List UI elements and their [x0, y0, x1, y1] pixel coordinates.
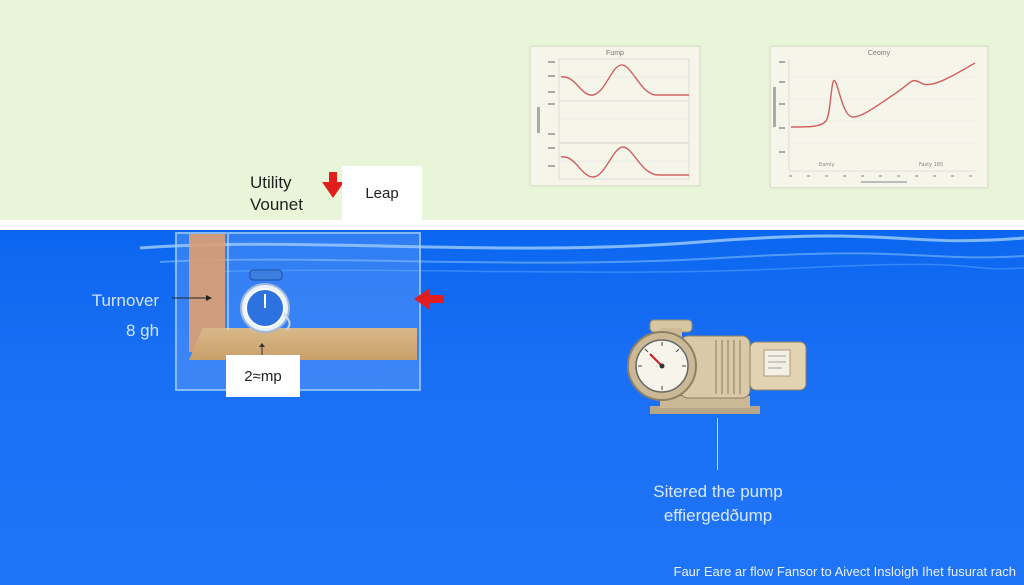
- right-chart-label-b: Fasty 185: [919, 162, 943, 168]
- left-chart-curve-bottom: [560, 146, 689, 178]
- down-arrow-icon: [322, 172, 344, 198]
- pump-pointer-line: [717, 418, 718, 470]
- turnover-label-line2: 8 gh: [126, 321, 160, 340]
- pump-caption-line2: effiergedðump: [663, 506, 773, 525]
- water-area: [0, 230, 1024, 585]
- left-chart-curve-top: [560, 64, 689, 96]
- footer-text: Faur Eare ar flow Fansor to Aivect Inslo…: [673, 564, 1017, 579]
- turnover-label-line1: Turnover: [91, 291, 160, 310]
- gauge-icon: [240, 269, 291, 333]
- right-chart: Eamly Fasty 185: [773, 59, 977, 183]
- right-chart-curve: [790, 62, 976, 128]
- pump-caption: Sitered the pump effiergedðump: [618, 480, 818, 528]
- leap-box: Leap: [342, 166, 422, 220]
- pump-label-box: 2≈mp: [226, 355, 300, 397]
- pump-machine-icon: [627, 319, 807, 414]
- utility-label: Utility Vounet: [250, 172, 303, 216]
- left-chart-card: Fump: [530, 46, 700, 186]
- water-wave: [139, 234, 1024, 273]
- left-chart: [537, 58, 690, 180]
- surface-divider: [0, 220, 1024, 230]
- left-chart-title: Fump: [606, 50, 624, 57]
- small-up-arrow-icon: [259, 343, 265, 355]
- right-chart-title: Ceomy: [867, 50, 891, 57]
- tank-floor: [189, 328, 417, 360]
- utility-label-line1: Utility: [250, 173, 292, 192]
- tank-inner-wall: [227, 234, 229, 330]
- turnover-pointer-arrow-icon: [172, 295, 212, 301]
- utility-label-line2: Vounet: [250, 195, 303, 214]
- leap-label: Leap: [365, 184, 399, 202]
- right-chart-label-a: Eamly: [819, 162, 834, 168]
- pump-label: 2≈mp: [244, 367, 282, 385]
- right-chart-card: Ceomy Eamly: [770, 46, 988, 188]
- pump-caption-line1: Sitered the pump: [653, 482, 783, 501]
- turnover-label: Turnover 8 gh: [86, 286, 159, 346]
- left-arrow-icon: [414, 288, 444, 310]
